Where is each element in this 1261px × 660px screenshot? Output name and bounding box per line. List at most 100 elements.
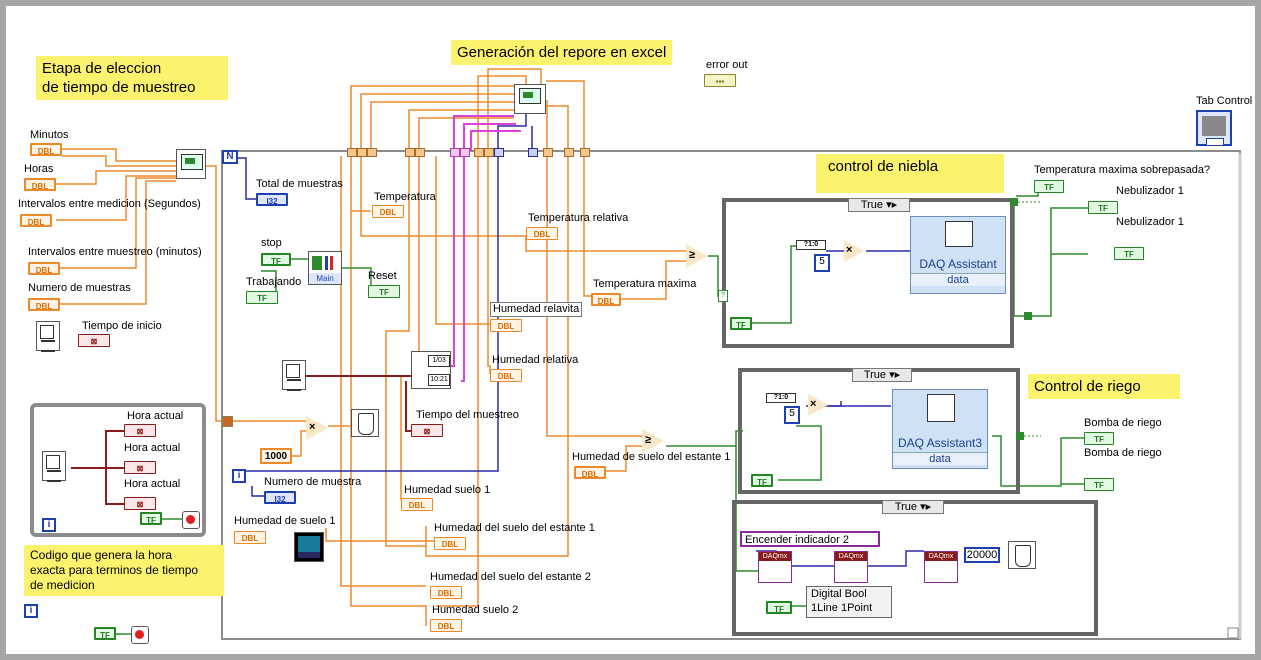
daqmx-label: DAQmx bbox=[759, 552, 791, 561]
label-hora-actual-3: Hora actual bbox=[124, 478, 181, 490]
terminal-temp-max-sobrepasada: TF bbox=[1034, 180, 1064, 193]
label-horas: Horas bbox=[24, 163, 54, 175]
label-humedad-suelo-1: Humedad suelo 1 bbox=[404, 484, 491, 496]
tunnel bbox=[1016, 432, 1024, 440]
clock-icon[interactable] bbox=[36, 321, 60, 352]
tunnel bbox=[450, 148, 460, 157]
tunnel bbox=[564, 148, 574, 157]
daqmx-label: DAQmx bbox=[925, 552, 957, 561]
label-numero-muestras: Numero de muestras bbox=[28, 282, 131, 294]
clock-icon[interactable] bbox=[42, 451, 66, 482]
terminal-intervalos-medicion[interactable]: DBL bbox=[20, 214, 52, 227]
sample-time-express-vi[interactable] bbox=[176, 149, 206, 179]
loop-count-n: N bbox=[222, 150, 238, 164]
terminal-humedad-suelo-estante-1: DBL bbox=[434, 537, 466, 550]
daqmx-start-node[interactable]: DAQmx bbox=[758, 551, 792, 583]
label-tab-control: Tab Control bbox=[1196, 95, 1253, 107]
constant-20000[interactable]: 20000 bbox=[964, 547, 1000, 563]
true-constant-irrigation[interactable]: TF bbox=[751, 474, 773, 487]
case-selector-irrigation[interactable]: True ▾▸ bbox=[852, 368, 912, 382]
tunnel bbox=[347, 148, 357, 157]
terminal-humedad-suelo-estante-2: DBL bbox=[430, 586, 462, 599]
daqmx-polymorphic-selector[interactable]: Digital Bool 1Line 1Point bbox=[806, 586, 892, 618]
multiply-node[interactable] bbox=[808, 394, 828, 416]
constant-5-fog[interactable]: 5 bbox=[814, 254, 830, 272]
tunnel bbox=[484, 148, 494, 157]
main-loop-stop-icon[interactable] bbox=[131, 626, 149, 644]
loop-stop-icon[interactable] bbox=[182, 511, 200, 529]
terminal-humedad-suelo-2: DBL bbox=[430, 619, 462, 632]
daq-assistant-fog[interactable]: DAQ Assistant data bbox=[910, 216, 1006, 294]
greater-than-node[interactable] bbox=[642, 429, 664, 453]
terminal-tiempo-inicio[interactable]: ⊠ bbox=[78, 334, 110, 347]
terminal-minutos[interactable]: DBL bbox=[30, 143, 62, 156]
daqmx-write-node[interactable]: DAQmx bbox=[834, 551, 868, 583]
label-total-muestras: Total de muestras bbox=[256, 178, 343, 190]
tunnel bbox=[528, 148, 538, 157]
tunnel bbox=[357, 148, 367, 157]
daq-assistant3-label: DAQ Assistant3 bbox=[897, 436, 983, 450]
true-constant-fog[interactable]: TF bbox=[730, 317, 752, 330]
label-hora-actual-1: Hora actual bbox=[127, 410, 184, 422]
main-subvi[interactable]: Main bbox=[308, 251, 342, 285]
true-constant-indicator[interactable]: TF bbox=[766, 601, 792, 614]
label-hora-actual-2: Hora actual bbox=[124, 442, 181, 454]
daqmx-stop-node[interactable]: DAQmx bbox=[924, 551, 958, 583]
label-error-out: error out bbox=[706, 59, 748, 71]
label-humedad-relavita: Humedad relavita bbox=[490, 302, 583, 317]
main-stop-constant[interactable]: TF bbox=[94, 627, 116, 640]
bool-to-int-node[interactable]: ?1:0 bbox=[796, 240, 826, 250]
terminal-nebulizador-1-a: TF bbox=[1088, 201, 1118, 214]
daq-assistant-irrigation[interactable]: DAQ Assistant3 data bbox=[892, 389, 988, 469]
case-selector-indicator[interactable]: True ▾▸ bbox=[882, 500, 944, 514]
terminal-total-muestras: I32 bbox=[256, 193, 288, 206]
label-nebulizador-1-b: Nebulizador 1 bbox=[1116, 216, 1184, 228]
task-name-constant[interactable]: Encender indicador 2 bbox=[740, 531, 880, 547]
note-sampling-stage: Etapa de eleccion de tiempo de muestreo bbox=[36, 56, 228, 100]
format-datetime-node[interactable]: 1/03 10:21 bbox=[411, 351, 451, 389]
excel-report-express-vi[interactable] bbox=[514, 84, 546, 114]
loop-resize-handle[interactable] bbox=[1227, 627, 1239, 639]
tunnel bbox=[474, 148, 484, 157]
bool-to-int-node[interactable]: ?1:0 bbox=[766, 393, 796, 403]
terminal-intervalos-muestreo[interactable]: DBL bbox=[28, 262, 60, 275]
terminal-stop[interactable]: TF bbox=[261, 253, 291, 266]
tunnel bbox=[543, 148, 553, 157]
terminal-bomba-riego-a: TF bbox=[1084, 432, 1114, 445]
greater-than-node[interactable] bbox=[686, 244, 708, 268]
daqmx-label: DAQmx bbox=[835, 552, 867, 561]
constant-5-irrigation[interactable]: 5 bbox=[784, 406, 800, 424]
terminal-trabajando: TF bbox=[246, 291, 278, 304]
label-minutos: Minutos bbox=[30, 129, 69, 141]
terminal-humedad-suelo-del-estante-1[interactable]: DBL bbox=[574, 466, 606, 479]
tunnel bbox=[494, 148, 504, 157]
constant-1000[interactable]: 1000 bbox=[260, 448, 292, 464]
wait-ms-icon[interactable] bbox=[351, 409, 379, 437]
loop-iteration-i: i bbox=[232, 469, 246, 483]
tab-control-terminal[interactable] bbox=[1196, 110, 1232, 146]
label-humedad-suelo-estante-1: Humedad del suelo del estante 1 bbox=[434, 522, 595, 534]
terminal-humedad-de-suelo-1: DBL bbox=[234, 531, 266, 544]
note-excel-report: Generación del repore en excel bbox=[451, 40, 673, 65]
label-stop: stop bbox=[261, 237, 282, 249]
stop-constant[interactable]: TF bbox=[140, 512, 162, 525]
terminal-hora-actual-3: ⊠ bbox=[124, 497, 156, 510]
simulate-signal-icon[interactable] bbox=[294, 532, 324, 562]
clock-icon[interactable] bbox=[282, 360, 306, 391]
label-trabajando: Trabajando bbox=[246, 276, 302, 288]
label-humedad-suelo-del-estante-1: Humedad de suelo del estante 1 bbox=[572, 451, 731, 463]
label-numero-muestra: Numero de muestra bbox=[264, 476, 362, 488]
label-humedad-relativa: Humedad relativa bbox=[492, 354, 579, 366]
terminal-numero-muestras[interactable]: DBL bbox=[28, 298, 60, 311]
multiply-node[interactable] bbox=[844, 240, 864, 262]
terminal-horas[interactable]: DBL bbox=[24, 178, 56, 191]
wait-ms-icon[interactable] bbox=[1008, 541, 1036, 569]
label-humedad-suelo-estante-2: Humedad del suelo del estante 2 bbox=[430, 571, 591, 583]
terminal-temperatura-maxima[interactable]: DBL bbox=[591, 293, 621, 306]
tunnel bbox=[367, 148, 377, 157]
case-selector-fog[interactable]: True ▾▸ bbox=[848, 198, 910, 212]
label-intervalos-medicion: Intervalos entre medicion (Segundos) bbox=[18, 198, 201, 210]
multiply-node[interactable] bbox=[306, 416, 328, 440]
tunnel bbox=[580, 148, 590, 157]
